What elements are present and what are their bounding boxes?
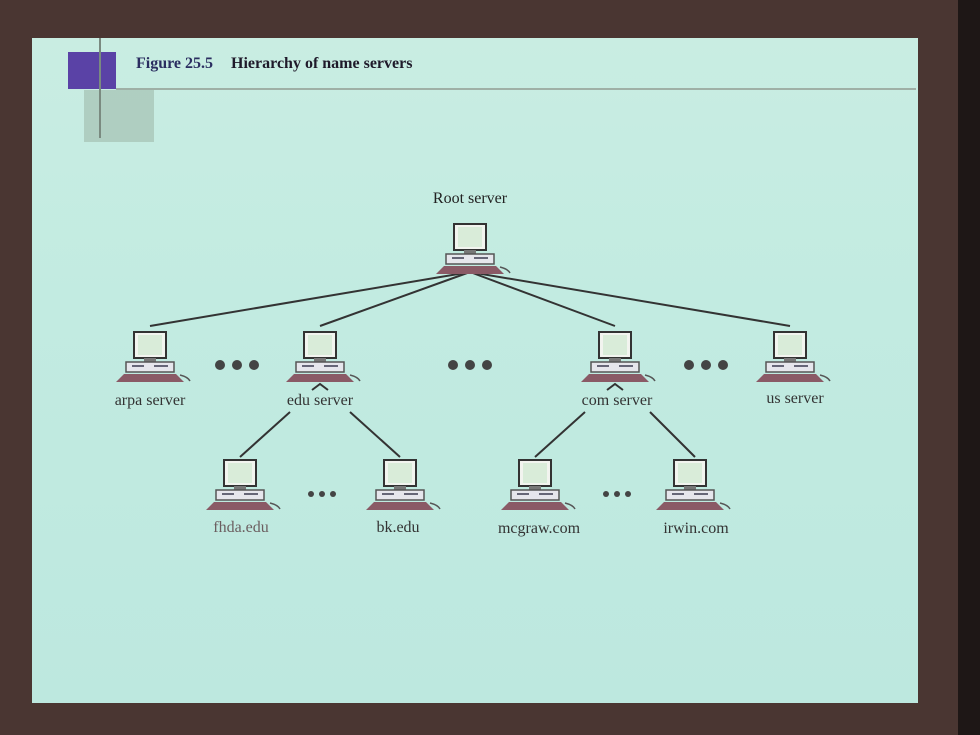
com-server-icon <box>580 331 656 383</box>
fhda-edu-icon <box>205 459 281 511</box>
edu-server-icon <box>285 331 361 383</box>
root-server-icon <box>435 223 511 275</box>
mcgraw-com-label: mcgraw.com <box>497 520 581 537</box>
arpa-server-label: arpa server <box>114 392 186 409</box>
slide-logo-block <box>68 52 116 89</box>
projector-frame-shadow <box>958 0 980 735</box>
com-server-label: com server <box>581 392 653 409</box>
irwin-com-label: irwin.com <box>663 520 729 537</box>
arpa-server-icon <box>115 331 191 383</box>
mcgraw-com-icon <box>500 459 576 511</box>
figure-caption: Hierarchy of name servers <box>231 55 413 72</box>
title-underline <box>116 88 916 90</box>
figure-title: Figure 25.5 Hierarchy of name servers <box>136 55 412 73</box>
bk-edu-label: bk.edu <box>376 519 420 536</box>
irwin-com-icon <box>655 459 731 511</box>
edu-server-label: edu server <box>286 392 354 409</box>
figure-number: Figure 25.5 <box>136 55 214 72</box>
fhda-edu-label: fhda.edu <box>213 519 269 536</box>
slide-decoration <box>84 90 154 142</box>
slide-vertical-rule <box>99 38 101 138</box>
bk-edu-icon <box>365 459 441 511</box>
root-server-label: Root server <box>432 190 508 207</box>
us-server-icon <box>755 331 831 383</box>
us-server-label: us server <box>766 390 824 407</box>
